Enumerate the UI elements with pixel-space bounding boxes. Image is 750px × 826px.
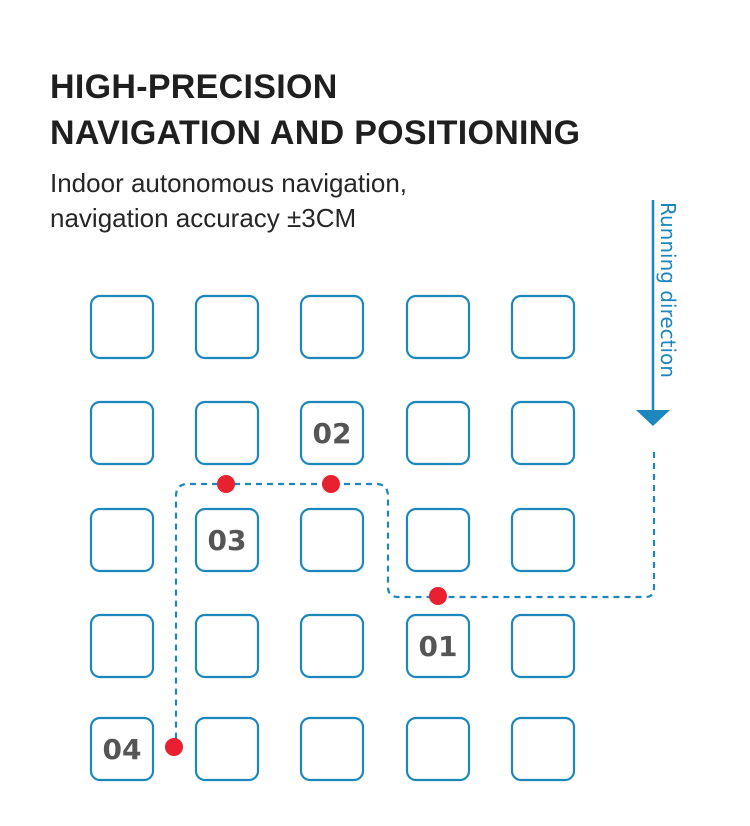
subtitle: Indoor autonomous navigation, navigation… — [50, 166, 407, 236]
grid-cell — [405, 400, 471, 466]
subtitle-line-2: navigation accuracy ±3CM — [50, 203, 357, 233]
heading-line-1: HIGH-PRECISION — [50, 68, 338, 106]
grid-cell-label: 02 — [313, 417, 352, 450]
grid-cell — [510, 400, 576, 466]
grid-cell — [299, 716, 365, 782]
grid-cell — [89, 613, 155, 679]
grid-cell — [194, 400, 260, 466]
grid-cell — [194, 613, 260, 679]
grid-cell — [405, 507, 471, 573]
location-grid: 02 03 01 04 — [89, 294, 576, 782]
grid-cell-label: 04 — [103, 733, 142, 766]
grid-cell — [89, 716, 155, 782]
running-direction-label: Running direction — [656, 202, 680, 378]
navigation-path-group — [174, 452, 656, 746]
grid-cell — [194, 507, 260, 573]
grid-cell-label: 03 — [208, 524, 247, 557]
position-marker — [217, 475, 235, 493]
grid-cell — [299, 507, 365, 573]
position-markers — [165, 475, 447, 756]
grid-cell — [299, 613, 365, 679]
direction-arrow-head-icon — [636, 410, 670, 426]
grid-cell — [299, 400, 365, 466]
grid-cell — [510, 716, 576, 782]
grid-cell — [510, 613, 576, 679]
grid-cell-label: 01 — [419, 630, 458, 663]
grid-cell — [89, 400, 155, 466]
position-marker — [429, 587, 447, 605]
grid-cell — [405, 716, 471, 782]
navigation-path — [174, 452, 656, 746]
position-marker — [322, 475, 340, 493]
grid-cell — [405, 613, 471, 679]
grid-cell — [194, 294, 260, 360]
heading: HIGH-PRECISION NAVIGATION AND POSITIONIN… — [50, 64, 580, 156]
grid-cell — [299, 294, 365, 360]
grid-cell — [89, 294, 155, 360]
grid-cell — [510, 507, 576, 573]
grid-cell — [405, 294, 471, 360]
heading-line-2: NAVIGATION AND POSITIONING — [50, 114, 581, 152]
grid-cell — [510, 294, 576, 360]
running-direction-indicator: Running direction — [636, 200, 680, 426]
subtitle-line-1: Indoor autonomous navigation, — [50, 168, 408, 198]
position-marker — [165, 738, 183, 756]
grid-cell — [194, 716, 260, 782]
grid-cell — [89, 507, 155, 573]
